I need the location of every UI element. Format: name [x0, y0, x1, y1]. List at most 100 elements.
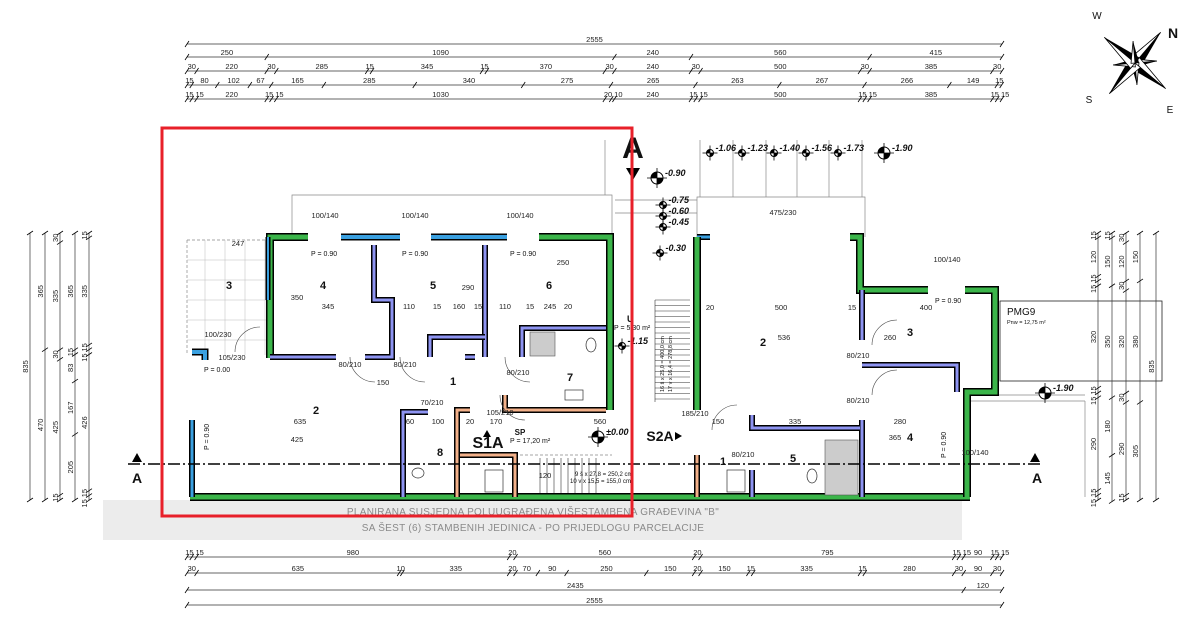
dimension-tick [990, 553, 995, 561]
wall-fill [401, 410, 428, 497]
dimension-label: 15 [1117, 493, 1126, 501]
dimension-label: 30 [188, 62, 196, 71]
dimension-label: 15 [995, 76, 1003, 85]
inner-dimension-label: 500 [775, 303, 788, 312]
inner-dimension-label: 15 [433, 302, 441, 311]
shower-tray [824, 439, 859, 496]
dimension-tick [396, 569, 402, 577]
dimension-tick [698, 95, 703, 103]
dimension-tick [994, 95, 1000, 103]
dimension-tick [999, 81, 1005, 89]
dimension-tick [520, 81, 526, 89]
elevation-value: -1.06 [716, 143, 738, 153]
highlight-unit-s1a [160, 126, 634, 518]
dimension-tick [867, 53, 872, 61]
elevation-marker-fill [651, 172, 663, 184]
dimension-tick [1094, 488, 1102, 493]
stair-spec: 16 š x 25,0 = 400,0 cm [660, 336, 666, 392]
dimension-tick [71, 497, 79, 503]
dimension-tick [184, 53, 190, 61]
parking-pmg9: PMG9 Pnw = 12,75 m² [999, 300, 1163, 382]
dimension-tick [41, 497, 49, 503]
door-swing [871, 319, 898, 346]
dimension-label: 385 [925, 90, 938, 99]
dimension-tick [990, 67, 995, 75]
dimension-tick [184, 81, 190, 89]
inner-dimension-label: 80/210 [339, 360, 362, 369]
dimension-label: 15 [869, 90, 877, 99]
dimension-label: 560 [599, 548, 612, 557]
elevation-marker-fill [659, 223, 667, 231]
dimension-label: 149 [967, 76, 980, 85]
dimension-label: 15 [1089, 397, 1098, 405]
dimension-tick [268, 81, 274, 89]
elevation-value: -0.75 [669, 195, 691, 205]
elevation-marker: ±0.00 [588, 427, 628, 447]
dimension-label: 15 [80, 489, 89, 497]
inner-dimension-label: 15 [474, 302, 482, 311]
compass-point [1108, 62, 1141, 94]
dimension-tick [1136, 400, 1144, 405]
inner-dimension-label: 100/230 [204, 330, 231, 339]
dimension-tick [1094, 497, 1102, 503]
stair-spec: 10 v x 15,5 = 155,0 cm [570, 479, 631, 485]
dimension-tick [691, 569, 697, 577]
washing-machine [726, 469, 746, 493]
dimension-label: 150 [1131, 251, 1140, 264]
dimension-tick [999, 40, 1005, 48]
dimension-label: 120 [1089, 251, 1098, 264]
dimension-tick [1122, 240, 1130, 245]
dimension-tick [691, 553, 697, 561]
compass-point [1109, 58, 1135, 94]
compass-s: S [1086, 95, 1093, 106]
dimension-label: 10 [614, 90, 622, 99]
dimension-label: 102 [227, 76, 240, 85]
elevation-markers: ±0.00-0.90-0.75-0.60-0.45-0.30-1.15-1.06… [588, 143, 1074, 447]
dimension-label: 30 [267, 62, 275, 71]
dimension-tick [1122, 497, 1130, 503]
dimension-tick [1094, 230, 1102, 236]
walls [189, 233, 999, 501]
dimension-label: 340 [463, 76, 476, 85]
room-number: 3 [226, 280, 232, 292]
dimension-tick [951, 553, 957, 561]
dimension-tick [41, 230, 49, 236]
section-arrow-left-icon [132, 453, 142, 462]
dimension-tick [961, 553, 967, 561]
compass-point [1130, 41, 1136, 64]
dimension-tick [26, 497, 34, 503]
elevation-marker-fill [659, 212, 667, 220]
elevation-marker: -0.90 [647, 168, 686, 188]
stair-spec: 9 š x 27,8 = 250,2 cm [575, 472, 633, 478]
inner-dimension-label: 280 [894, 417, 907, 426]
inner-dimension-label: 335 [789, 417, 802, 426]
dimension-label: 30 [605, 62, 613, 71]
dimension-label: 335 [449, 564, 462, 573]
wall-fill [964, 287, 998, 497]
door-swing [504, 356, 531, 383]
dimension-label: 240 [646, 90, 659, 99]
dimension-tick [85, 342, 93, 348]
dimension-tick [1108, 230, 1116, 236]
dimension-label: 90 [974, 564, 982, 573]
elevation-marker: -1.40 [766, 143, 800, 161]
dimension-label: 15 [858, 90, 866, 99]
wall [539, 233, 614, 410]
dimension-label: 165 [291, 76, 304, 85]
dimension-label: 15 [963, 548, 971, 557]
dimension-tick [602, 95, 608, 103]
elevation-value: -0.45 [669, 217, 691, 227]
inner-dimension-label: 247 [232, 239, 245, 248]
inner-dimension-label: 425 [291, 435, 304, 444]
inner-dimension-label: 365 [889, 433, 902, 442]
dimension-tick [184, 67, 190, 75]
dimension-label: 385 [925, 62, 938, 71]
dimension-label: 15 [1089, 274, 1098, 282]
dimension-label: 90 [548, 564, 556, 573]
dimension-tick [1094, 395, 1102, 401]
compass-e: E [1167, 105, 1174, 116]
dimension-tick [612, 53, 617, 61]
staircase[interactable] [539, 299, 690, 495]
dimension-tick [189, 95, 195, 103]
